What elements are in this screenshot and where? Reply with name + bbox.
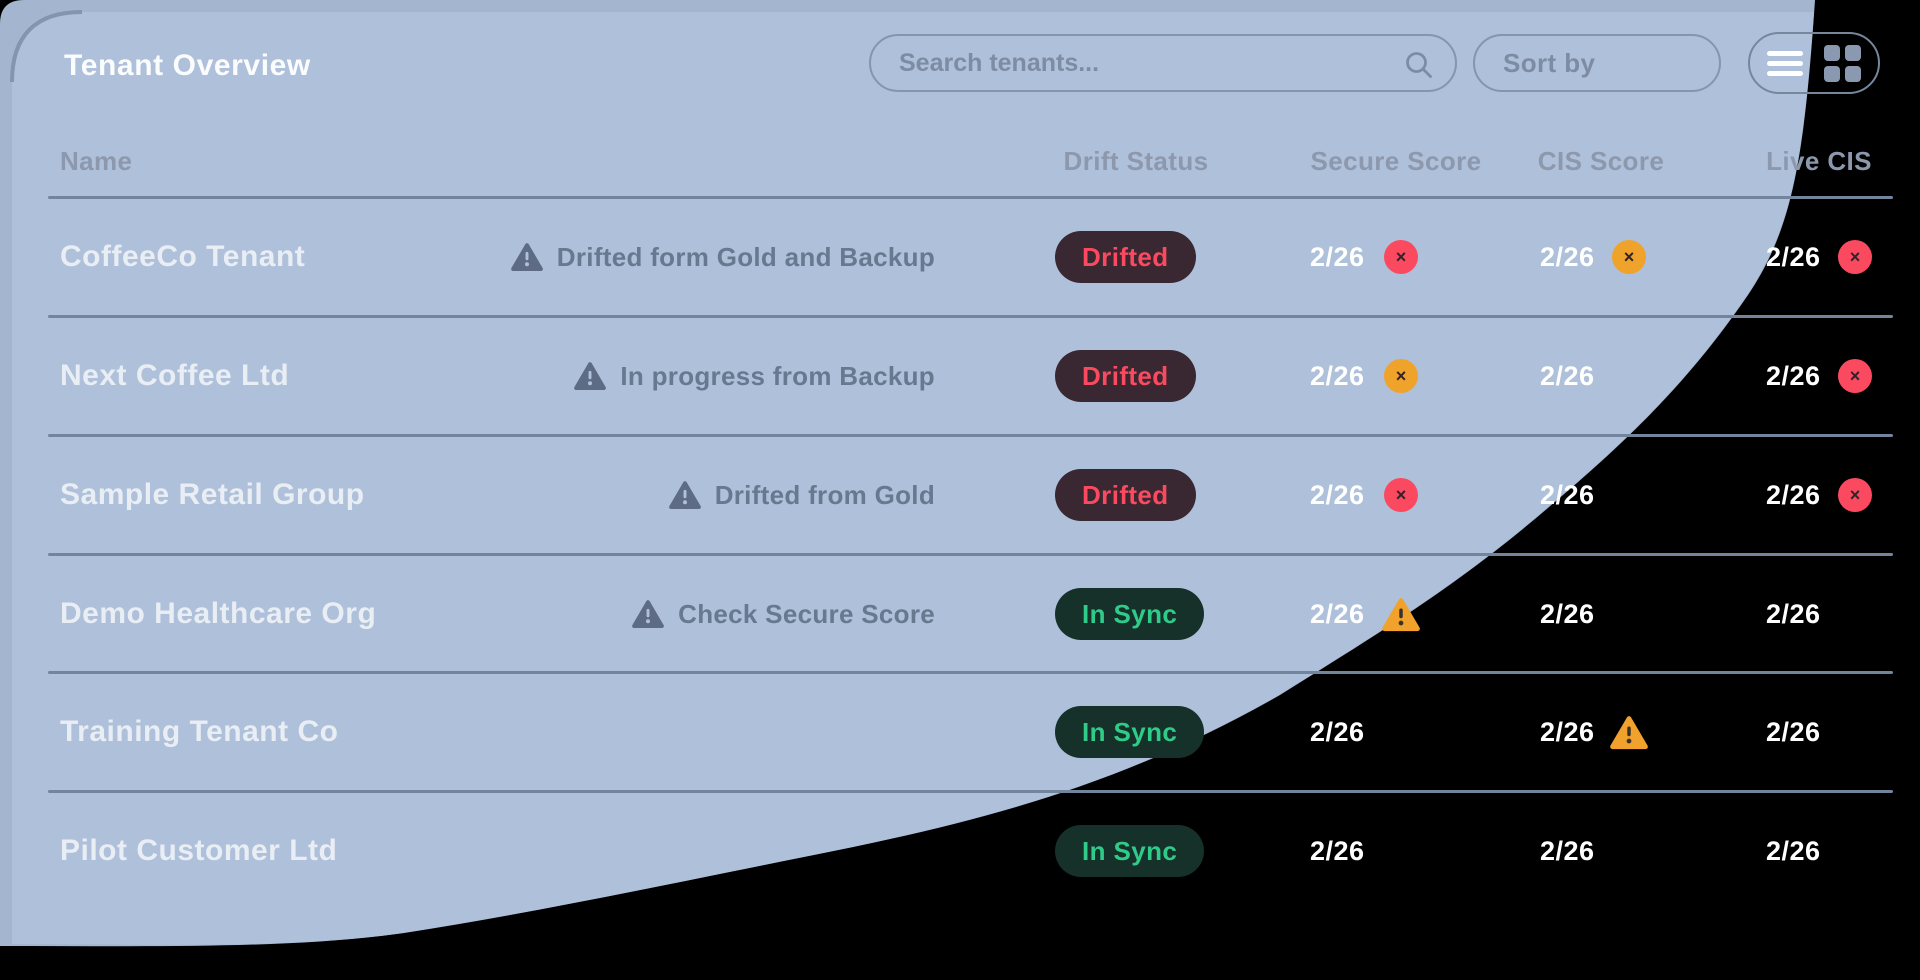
grid-view-icon[interactable] xyxy=(1824,44,1861,82)
row-separator xyxy=(48,196,1893,199)
secure-score: 2/26 xyxy=(1310,479,1365,510)
secure-score: 2/26 xyxy=(1310,835,1365,866)
column-header-live: Live CIS xyxy=(1766,146,1872,176)
secure-score: 2/26 xyxy=(1310,598,1365,629)
warning-text: Drifted from Gold xyxy=(714,479,935,510)
secure-score: 2/26 xyxy=(1310,716,1365,747)
live-score: 2/26 xyxy=(1766,598,1821,629)
drift-warning: Check Secure Score xyxy=(632,577,935,651)
warning-triangle-icon xyxy=(1610,695,1648,769)
warning-icon xyxy=(510,242,543,272)
live-score: 2/26 xyxy=(1766,716,1821,747)
tenant-row[interactable]: Pilot Customer Ltd In Sync 2/26 2/26 2/26 xyxy=(0,814,1920,888)
tenant-row[interactable]: Sample Retail Group Drifted from Gold Drif… xyxy=(0,458,1920,532)
tenant-name: Pilot Customer Ltd xyxy=(60,834,338,867)
cross-badge-red-icon: × xyxy=(1838,478,1872,512)
secure-score: 2/26 xyxy=(1310,360,1365,391)
row-separator xyxy=(48,553,1893,556)
tenant-name: Training Tenant Co xyxy=(60,715,339,748)
warning-icon xyxy=(632,599,664,629)
tenant-name: CoffeeCo Tenant xyxy=(60,240,306,273)
view-toggle xyxy=(1748,32,1880,94)
card-surface xyxy=(12,12,1814,945)
warning-icon xyxy=(574,361,607,391)
cross-badge-orange-icon: × xyxy=(1612,240,1646,274)
column-header-secure: Secure Score xyxy=(1310,146,1482,176)
page-title: Tenant Overview xyxy=(64,49,311,82)
drift-status-pill: Drifted xyxy=(1055,231,1196,283)
cis-score: 2/26 xyxy=(1540,716,1595,747)
cross-badge-red-icon: × xyxy=(1384,240,1418,274)
cis-score: 2/26 xyxy=(1540,360,1595,391)
tenant-row[interactable]: Demo Healthcare Org Check Secure Score In … xyxy=(0,577,1920,651)
warning-icon xyxy=(668,480,701,510)
cross-badge-red-icon: × xyxy=(1384,478,1418,512)
list-view-icon[interactable] xyxy=(1767,50,1803,76)
drift-status-pill: In Sync xyxy=(1055,706,1205,758)
cross-badge-orange-icon: × xyxy=(1384,359,1418,393)
column-header-cis: CIS Score xyxy=(1537,146,1665,176)
drift-status-pill: Drifted xyxy=(1055,350,1196,402)
sort-by-label: Sort by xyxy=(1503,47,1596,78)
warning-triangle-icon xyxy=(1382,577,1420,651)
cis-score: 2/26 xyxy=(1540,835,1595,866)
search-box[interactable] xyxy=(869,34,1457,92)
card-corner-accent xyxy=(10,10,83,83)
tenant-name: Demo Healthcare Org xyxy=(60,597,377,630)
warning-text: Check Secure Score xyxy=(678,598,935,629)
row-separator xyxy=(48,434,1893,437)
secure-score: 2/26 xyxy=(1310,241,1365,272)
live-score: 2/26 xyxy=(1766,360,1821,391)
tenant-row[interactable]: Next Coffee Ltd In progress from Backup Dr… xyxy=(0,339,1920,413)
cross-badge-red-icon: × xyxy=(1838,359,1872,393)
row-separator xyxy=(48,790,1893,793)
tenant-name: Sample Retail Group xyxy=(60,478,365,511)
column-header-name: Name xyxy=(60,146,133,176)
tenant-row[interactable]: Training Tenant Co In Sync 2/26 2/26 2/26 xyxy=(0,695,1920,769)
live-score: 2/26 xyxy=(1766,479,1821,510)
cross-badge-red-icon: × xyxy=(1838,240,1872,274)
warning-text: Drifted form Gold and Backup xyxy=(556,241,935,272)
search-input[interactable] xyxy=(871,36,1455,90)
drift-warning: Drifted from Gold xyxy=(668,458,935,532)
drift-status-pill: In Sync xyxy=(1055,825,1205,877)
sort-by-dropdown[interactable]: Sort by xyxy=(1473,34,1721,92)
cis-score: 2/26 xyxy=(1540,598,1595,629)
drift-warning: In progress from Backup xyxy=(574,339,935,413)
row-separator xyxy=(48,315,1893,318)
live-score: 2/26 xyxy=(1766,835,1821,866)
warning-text: In progress from Backup xyxy=(620,360,935,391)
row-separator xyxy=(48,671,1893,674)
live-score: 2/26 xyxy=(1766,241,1821,272)
table-header: Name Drift Status Secure Score CIS Score Liv… xyxy=(0,146,1920,180)
drift-status-pill: In Sync xyxy=(1055,588,1205,640)
drift-status-pill: Drifted xyxy=(1055,469,1196,521)
search-icon[interactable] xyxy=(1403,49,1435,81)
column-header-drift: Drift Status xyxy=(1063,146,1209,176)
cis-score: 2/26 xyxy=(1540,241,1595,272)
tenant-name: Next Coffee Ltd xyxy=(60,359,290,392)
drift-warning: Drifted form Gold and Backup xyxy=(510,220,935,294)
cis-score: 2/26 xyxy=(1540,479,1595,510)
tenant-row[interactable]: CoffeeCo Tenant Drifted form Gold and Bac… xyxy=(0,220,1920,294)
